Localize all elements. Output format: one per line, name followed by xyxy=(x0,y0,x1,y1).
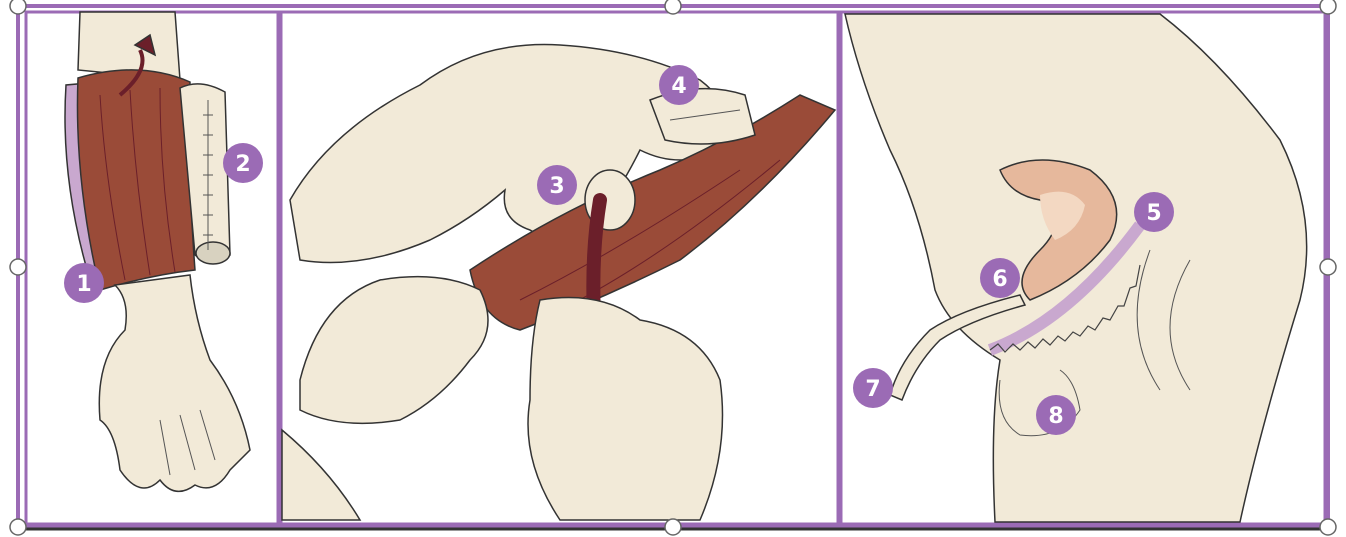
label-badge-6: 6 xyxy=(980,258,1020,298)
resize-handle-top-right[interactable] xyxy=(1320,0,1336,14)
label-6-text: 6 xyxy=(992,267,1007,292)
label-badge-2: 2 xyxy=(223,143,263,183)
label-badge-7: 7 xyxy=(853,368,893,408)
resize-handle-bottom-left[interactable] xyxy=(10,519,26,535)
label-1-text: 1 xyxy=(76,272,91,297)
resize-handle-middle-right[interactable] xyxy=(1320,259,1336,275)
label-badge-3: 3 xyxy=(537,165,577,205)
label-badge-1: 1 xyxy=(64,263,104,303)
resize-handle-top-left[interactable] xyxy=(10,0,26,14)
label-7-text: 7 xyxy=(865,377,880,402)
resize-handle-middle-left[interactable] xyxy=(10,259,26,275)
label-3-text: 3 xyxy=(549,174,564,199)
label-badge-5: 5 xyxy=(1134,192,1174,232)
label-2-text: 2 xyxy=(235,152,250,177)
label-5-text: 5 xyxy=(1146,201,1161,226)
resize-handle-bottom-right[interactable] xyxy=(1320,519,1336,535)
label-badge-8: 8 xyxy=(1036,395,1076,435)
label-8-text: 8 xyxy=(1048,404,1063,429)
label-badge-4: 4 xyxy=(659,65,699,105)
label-4-text: 4 xyxy=(671,74,686,99)
resize-handle-top-middle[interactable] xyxy=(665,0,681,14)
resize-handle-bottom-middle[interactable] xyxy=(665,519,681,535)
